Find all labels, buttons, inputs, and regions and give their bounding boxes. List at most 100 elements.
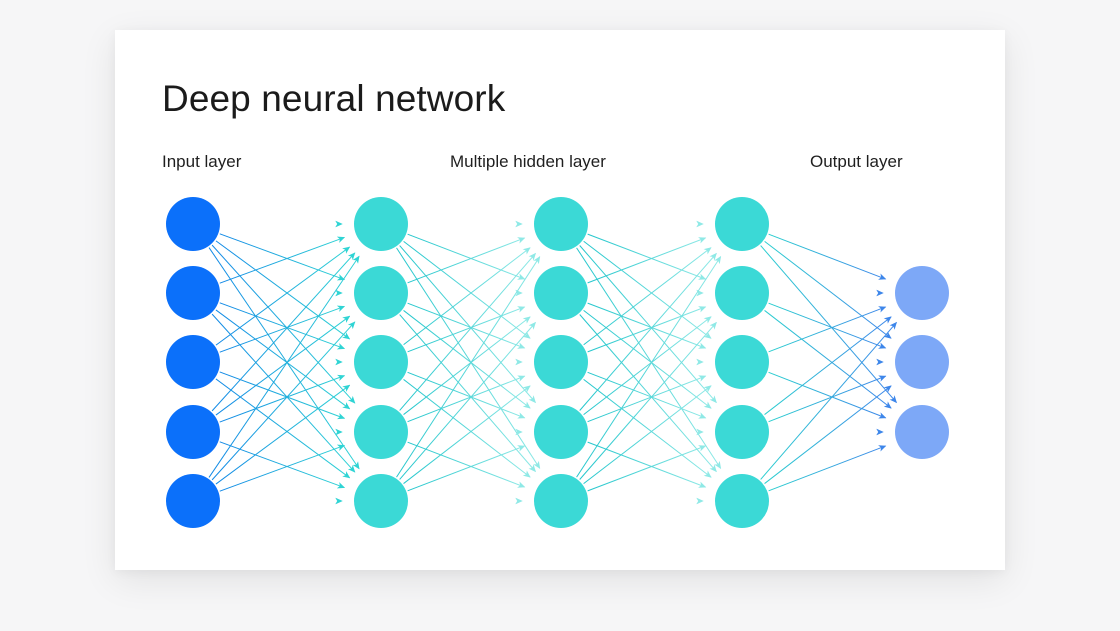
edge xyxy=(407,445,526,492)
edge xyxy=(211,313,356,473)
node-hidden-2 xyxy=(534,266,588,320)
edge xyxy=(215,315,351,416)
edge xyxy=(399,321,536,480)
edge xyxy=(219,444,346,492)
edge xyxy=(587,237,707,284)
edge xyxy=(399,252,536,411)
edge xyxy=(576,256,722,478)
edge xyxy=(587,302,707,349)
node-output-1 xyxy=(895,266,949,320)
edge xyxy=(396,256,541,478)
edge xyxy=(583,309,712,409)
node-output-3 xyxy=(895,405,949,459)
edge xyxy=(403,385,531,484)
node-hidden-1 xyxy=(715,197,769,251)
edge xyxy=(407,371,526,419)
edge xyxy=(219,233,346,281)
node-hidden-3 xyxy=(715,335,769,389)
edge xyxy=(587,375,707,423)
page-title: Deep neural network xyxy=(162,78,506,119)
node-input-4 xyxy=(166,405,220,459)
edge xyxy=(219,305,346,353)
edge xyxy=(215,240,351,340)
edge-layer xyxy=(208,220,897,505)
edge xyxy=(583,378,712,478)
edge xyxy=(215,309,351,410)
edge xyxy=(764,240,892,339)
node-hidden-3 xyxy=(354,335,408,389)
label-hidden-layer: Multiple hidden layer xyxy=(450,152,606,171)
edge xyxy=(587,306,707,353)
node-hidden-4 xyxy=(534,405,588,459)
edge xyxy=(211,244,356,404)
edge xyxy=(219,374,346,423)
node-hidden-5 xyxy=(354,474,408,528)
node-hidden-5 xyxy=(715,474,769,528)
edge xyxy=(768,306,887,353)
node-hidden-4 xyxy=(354,405,408,459)
node-layer xyxy=(166,197,949,528)
node-hidden-4 xyxy=(715,405,769,459)
edge xyxy=(215,384,351,485)
edge xyxy=(219,236,346,284)
edge xyxy=(587,233,707,280)
node-hidden-2 xyxy=(715,266,769,320)
edge xyxy=(768,371,887,419)
edge xyxy=(208,247,360,470)
edge xyxy=(211,321,356,481)
edge xyxy=(587,441,707,488)
label-output-layer: Output layer xyxy=(810,152,903,171)
node-hidden-5 xyxy=(534,474,588,528)
edge xyxy=(579,321,717,480)
node-input-1 xyxy=(166,197,220,251)
edge xyxy=(579,245,717,404)
node-hidden-3 xyxy=(534,335,588,389)
edge xyxy=(403,310,531,409)
edge xyxy=(407,441,526,488)
edge xyxy=(211,252,356,412)
edge xyxy=(576,247,722,469)
edge xyxy=(768,302,887,349)
edge xyxy=(768,445,887,492)
edge xyxy=(407,375,526,423)
node-input-2 xyxy=(166,266,220,320)
label-input-layer: Input layer xyxy=(162,152,242,171)
edge xyxy=(403,379,531,478)
edge xyxy=(760,321,897,480)
node-hidden-2 xyxy=(354,266,408,320)
edge xyxy=(208,255,360,478)
edge xyxy=(403,247,531,346)
edge xyxy=(579,252,717,411)
edge xyxy=(215,246,351,346)
edge xyxy=(403,316,531,415)
edge xyxy=(587,445,707,492)
edge xyxy=(396,247,541,469)
edge xyxy=(399,245,536,404)
node-output-2 xyxy=(895,335,949,389)
edge xyxy=(407,306,526,353)
edge xyxy=(583,316,712,416)
edge xyxy=(583,247,712,346)
edge xyxy=(399,314,536,473)
edge xyxy=(764,385,892,484)
node-input-3 xyxy=(166,335,220,389)
edge xyxy=(760,245,897,404)
edge xyxy=(407,233,526,280)
node-hidden-1 xyxy=(534,197,588,251)
edge xyxy=(587,371,707,419)
edge xyxy=(407,302,526,349)
edge xyxy=(583,385,712,485)
edge xyxy=(764,316,892,415)
node-input-5 xyxy=(166,474,220,528)
edge xyxy=(764,310,892,409)
edge xyxy=(583,240,712,339)
edge xyxy=(219,441,346,489)
edge xyxy=(403,240,531,339)
edge xyxy=(579,314,717,473)
node-hidden-1 xyxy=(354,197,408,251)
edge xyxy=(768,375,887,423)
edge xyxy=(215,378,351,479)
edge xyxy=(407,237,526,284)
